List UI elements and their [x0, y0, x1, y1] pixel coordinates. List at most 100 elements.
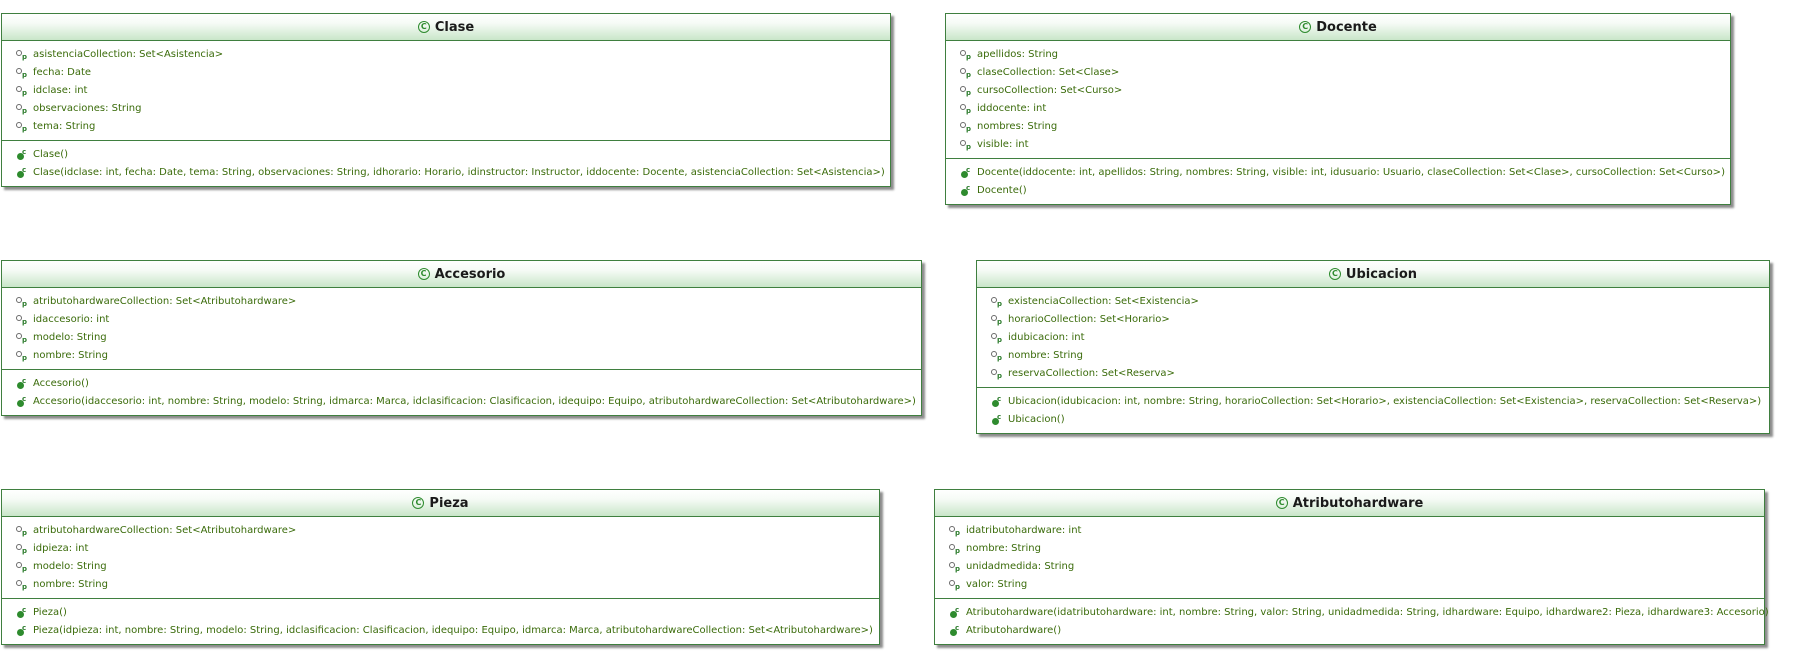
operation-label: Atributohardware(idatributohardware: int…	[966, 607, 1769, 618]
attribute-label: unidadmedida: String	[966, 561, 1075, 572]
attribute-label: cursoCollection: Set<Curso>	[977, 85, 1123, 96]
constructor-icon: c	[16, 624, 28, 637]
class-icon: C	[1299, 21, 1312, 33]
attribute-label: modelo: String	[33, 332, 107, 343]
constructor-icon: c	[949, 606, 961, 619]
constructor-icon: c	[16, 606, 28, 619]
operation-row[interactable]: c Accesorio(idaccesorio: int, nombre: Str…	[2, 393, 921, 411]
field-icon: p	[16, 525, 28, 537]
class-icon: C	[1328, 268, 1341, 280]
attribute-label: iddocente: int	[977, 103, 1047, 114]
class-ubicacion-title: Ubicacion	[1345, 266, 1418, 282]
class-atributohardware-header: C Atributohardware	[935, 490, 1764, 517]
operation-label: Pieza(idpieza: int, nombre: String, mode…	[33, 625, 873, 636]
attribute-label: asistenciaCollection: Set<Asistencia>	[33, 49, 224, 60]
attribute-label: nombre: String	[33, 350, 108, 361]
attribute-label: atributohardwareCollection: Set<Atributo…	[33, 525, 297, 536]
operation-label: Docente()	[977, 185, 1027, 196]
attribute-row[interactable]: p nombre: String	[2, 347, 921, 365]
field-icon: p	[949, 525, 961, 537]
class-pieza-attributes: p atributohardwareCollection: Set<Atribut…	[2, 517, 879, 598]
attribute-row[interactable]: p fecha: Date	[2, 64, 890, 82]
field-icon: p	[16, 67, 28, 79]
class-icon: C	[417, 21, 430, 33]
field-icon: p	[960, 67, 972, 79]
attribute-label: nombres: String	[977, 121, 1058, 132]
attribute-row[interactable]: p atributohardwareCollection: Set<Atribut…	[2, 522, 879, 540]
operation-row[interactable]: c Pieza()	[2, 604, 879, 622]
class-icon: C	[1275, 497, 1288, 509]
constructor-icon: c	[16, 395, 28, 408]
class-accesorio-header: C Accesorio	[2, 261, 921, 288]
operation-label: Pieza()	[33, 607, 67, 618]
operation-label: Accesorio()	[33, 378, 89, 389]
field-icon: p	[991, 332, 1003, 344]
operation-row[interactable]: c Pieza(idpieza: int, nombre: String, mod…	[2, 622, 879, 640]
attribute-row[interactable]: p idatributohardware: int	[935, 522, 1764, 540]
operation-label: Accesorio(idaccesorio: int, nombre: Stri…	[33, 396, 916, 407]
attribute-label: observaciones: String	[33, 103, 142, 114]
attribute-label: horarioCollection: Set<Horario>	[1008, 314, 1170, 325]
field-icon: p	[960, 49, 972, 61]
field-icon: p	[991, 368, 1003, 380]
operation-label: Atributohardware()	[966, 625, 1062, 636]
field-icon: p	[16, 121, 28, 133]
field-icon: p	[16, 579, 28, 591]
operation-row[interactable]: c Atributohardware(idatributohardware: in…	[935, 604, 1769, 622]
class-ubicacion-header: C Ubicacion	[977, 261, 1769, 288]
field-icon: p	[16, 350, 28, 362]
attribute-label: idatributohardware: int	[966, 525, 1082, 536]
field-icon: p	[16, 85, 28, 97]
class-clase-header: C Clase	[2, 14, 890, 41]
class-atributohardware[interactable]: C Atributohardware p idatributohardware: …	[934, 489, 1769, 645]
attribute-label: fecha: Date	[33, 67, 92, 78]
operation-label: Clase(idclase: int, fecha: Date, tema: S…	[33, 167, 885, 178]
field-icon: p	[16, 561, 28, 573]
operation-label: Ubicacion()	[1008, 414, 1065, 425]
attribute-label: nombre: String	[1008, 350, 1083, 361]
